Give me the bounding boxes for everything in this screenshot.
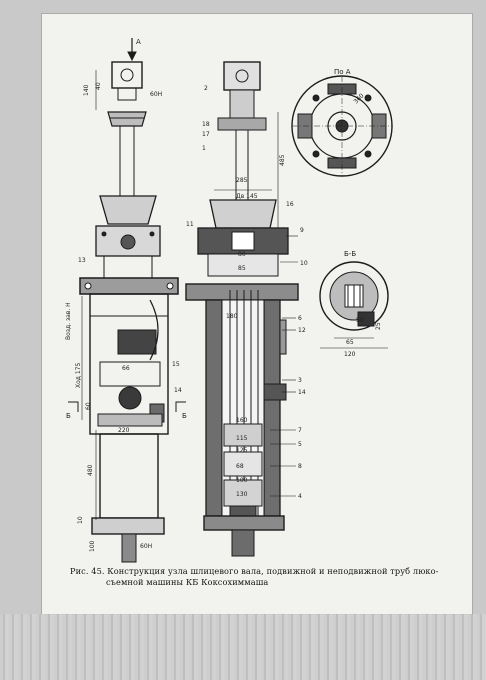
dim-label: 60Н (140, 543, 152, 550)
dim-label: 50 (356, 317, 364, 324)
dim-label: 120 (344, 351, 356, 358)
dim-label: 285 (236, 177, 248, 184)
dim-label: 125 (236, 447, 248, 454)
part-number: 4 (298, 493, 302, 500)
caption-line-2: съемной машины КБ Коксохиммаша (106, 577, 269, 587)
part-number: 3 (298, 377, 302, 384)
dim-label: 100 (89, 540, 96, 552)
dim-label: Ход 175 (75, 363, 82, 388)
part-number: 18 (202, 121, 210, 128)
left-view-shaft-assembly (68, 38, 186, 563)
part-number: 10 (300, 260, 308, 267)
left-view-labels: А 140 40 60Н 13 Возд. зав. Н Ход 175 66 … (65, 38, 187, 552)
dim-label: 25 (375, 322, 382, 330)
dim-label: 80 (238, 251, 246, 258)
dim-label: 15 (172, 361, 180, 368)
part-number: 9 (300, 227, 304, 234)
part-number: 2 (204, 85, 208, 92)
view-a-title: По А (334, 68, 351, 76)
part-number: 1 (202, 145, 206, 152)
part-number: 12 (298, 327, 306, 334)
part-number: 6 (298, 315, 302, 322)
dim-label: 480 (87, 464, 94, 476)
caption-line-1: Рис. 45. Конструкция узла шлицевого вала… (70, 566, 439, 576)
part-number: 7 (298, 427, 302, 434)
view-bb-section (319, 261, 389, 349)
dim-label: 180 (226, 313, 238, 320)
dim-label: 65 (346, 339, 354, 346)
dim-label: 130 (236, 491, 248, 498)
table-surface (0, 614, 486, 680)
dim-label: 60 (85, 402, 92, 410)
dim-label: 160 (236, 417, 248, 424)
section-mark: Б (66, 412, 71, 420)
dim-label: 60Н (150, 91, 162, 98)
dim-label: 220 (118, 427, 130, 434)
part-number: 16 (286, 201, 294, 208)
dim-label: 140 (83, 84, 90, 96)
figure-caption: Рис. 45. Конструкция узла шлицевого вала… (70, 566, 450, 588)
view-a-flange (291, 75, 393, 177)
dim-label: 66 (122, 365, 130, 372)
dim-label: 485 (279, 154, 286, 166)
part-number: 8 (298, 463, 302, 470)
arrow-a-label: А (136, 38, 141, 46)
dim-label: Возд. зав. Н (65, 302, 72, 340)
dim-label: 100 (236, 477, 248, 484)
part-number: 17 (202, 131, 210, 138)
part-number: 11 (186, 221, 194, 228)
dim-label: 68 (236, 463, 244, 470)
section-mark: Б (182, 412, 187, 420)
dim-label: 13 (78, 257, 86, 264)
dim-label: 85 (238, 265, 246, 272)
center-view-labels: 2 18 17 1 485 285 Дв 145 16 11 9 80 85 1… (186, 85, 308, 500)
dim-label: 14 (174, 387, 182, 394)
part-number: 14 (298, 389, 306, 396)
dim-label: Дв 145 (236, 193, 258, 200)
center-view-section (185, 61, 299, 557)
view-bb-labels: Б-Б 50 25 65 120 (344, 250, 382, 358)
part-number: 5 (298, 441, 302, 448)
view-bb-title: Б-Б (344, 250, 356, 258)
dim-label: 115 (236, 435, 248, 442)
dim-label: 10 (77, 516, 84, 524)
dim-label: 40 (95, 82, 102, 90)
